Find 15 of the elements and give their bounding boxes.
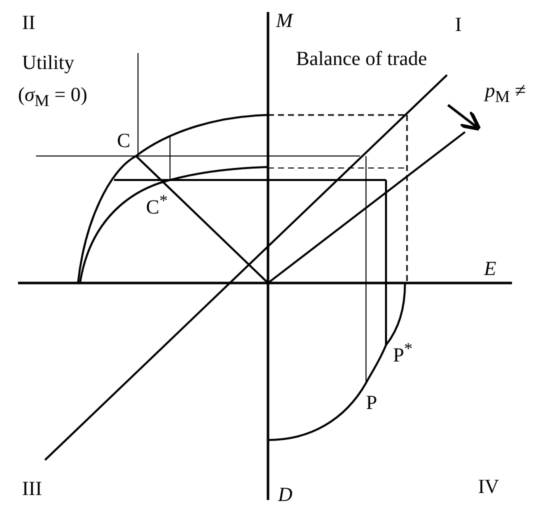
point-label: P: [366, 392, 378, 414]
curve-label: Balance of trade: [296, 48, 428, 70]
axis-label: D: [278, 484, 292, 506]
quadrant-label: II: [22, 12, 36, 34]
point-label: P$^{*}$: [393, 338, 412, 367]
axis-label: M: [276, 10, 293, 32]
note: (σ$_{M}$ = 0): [18, 84, 88, 112]
curve-label: Utility: [22, 52, 74, 74]
price-label: p$_{M}$ ≠: [485, 80, 526, 108]
point-label: C: [117, 130, 130, 152]
quadrant-label: IV: [478, 476, 500, 498]
point-label: C$^{*}$: [146, 190, 168, 219]
quadrant-label: I: [455, 14, 462, 36]
axis-label: E: [484, 258, 496, 280]
quadrant-label: III: [22, 478, 42, 500]
